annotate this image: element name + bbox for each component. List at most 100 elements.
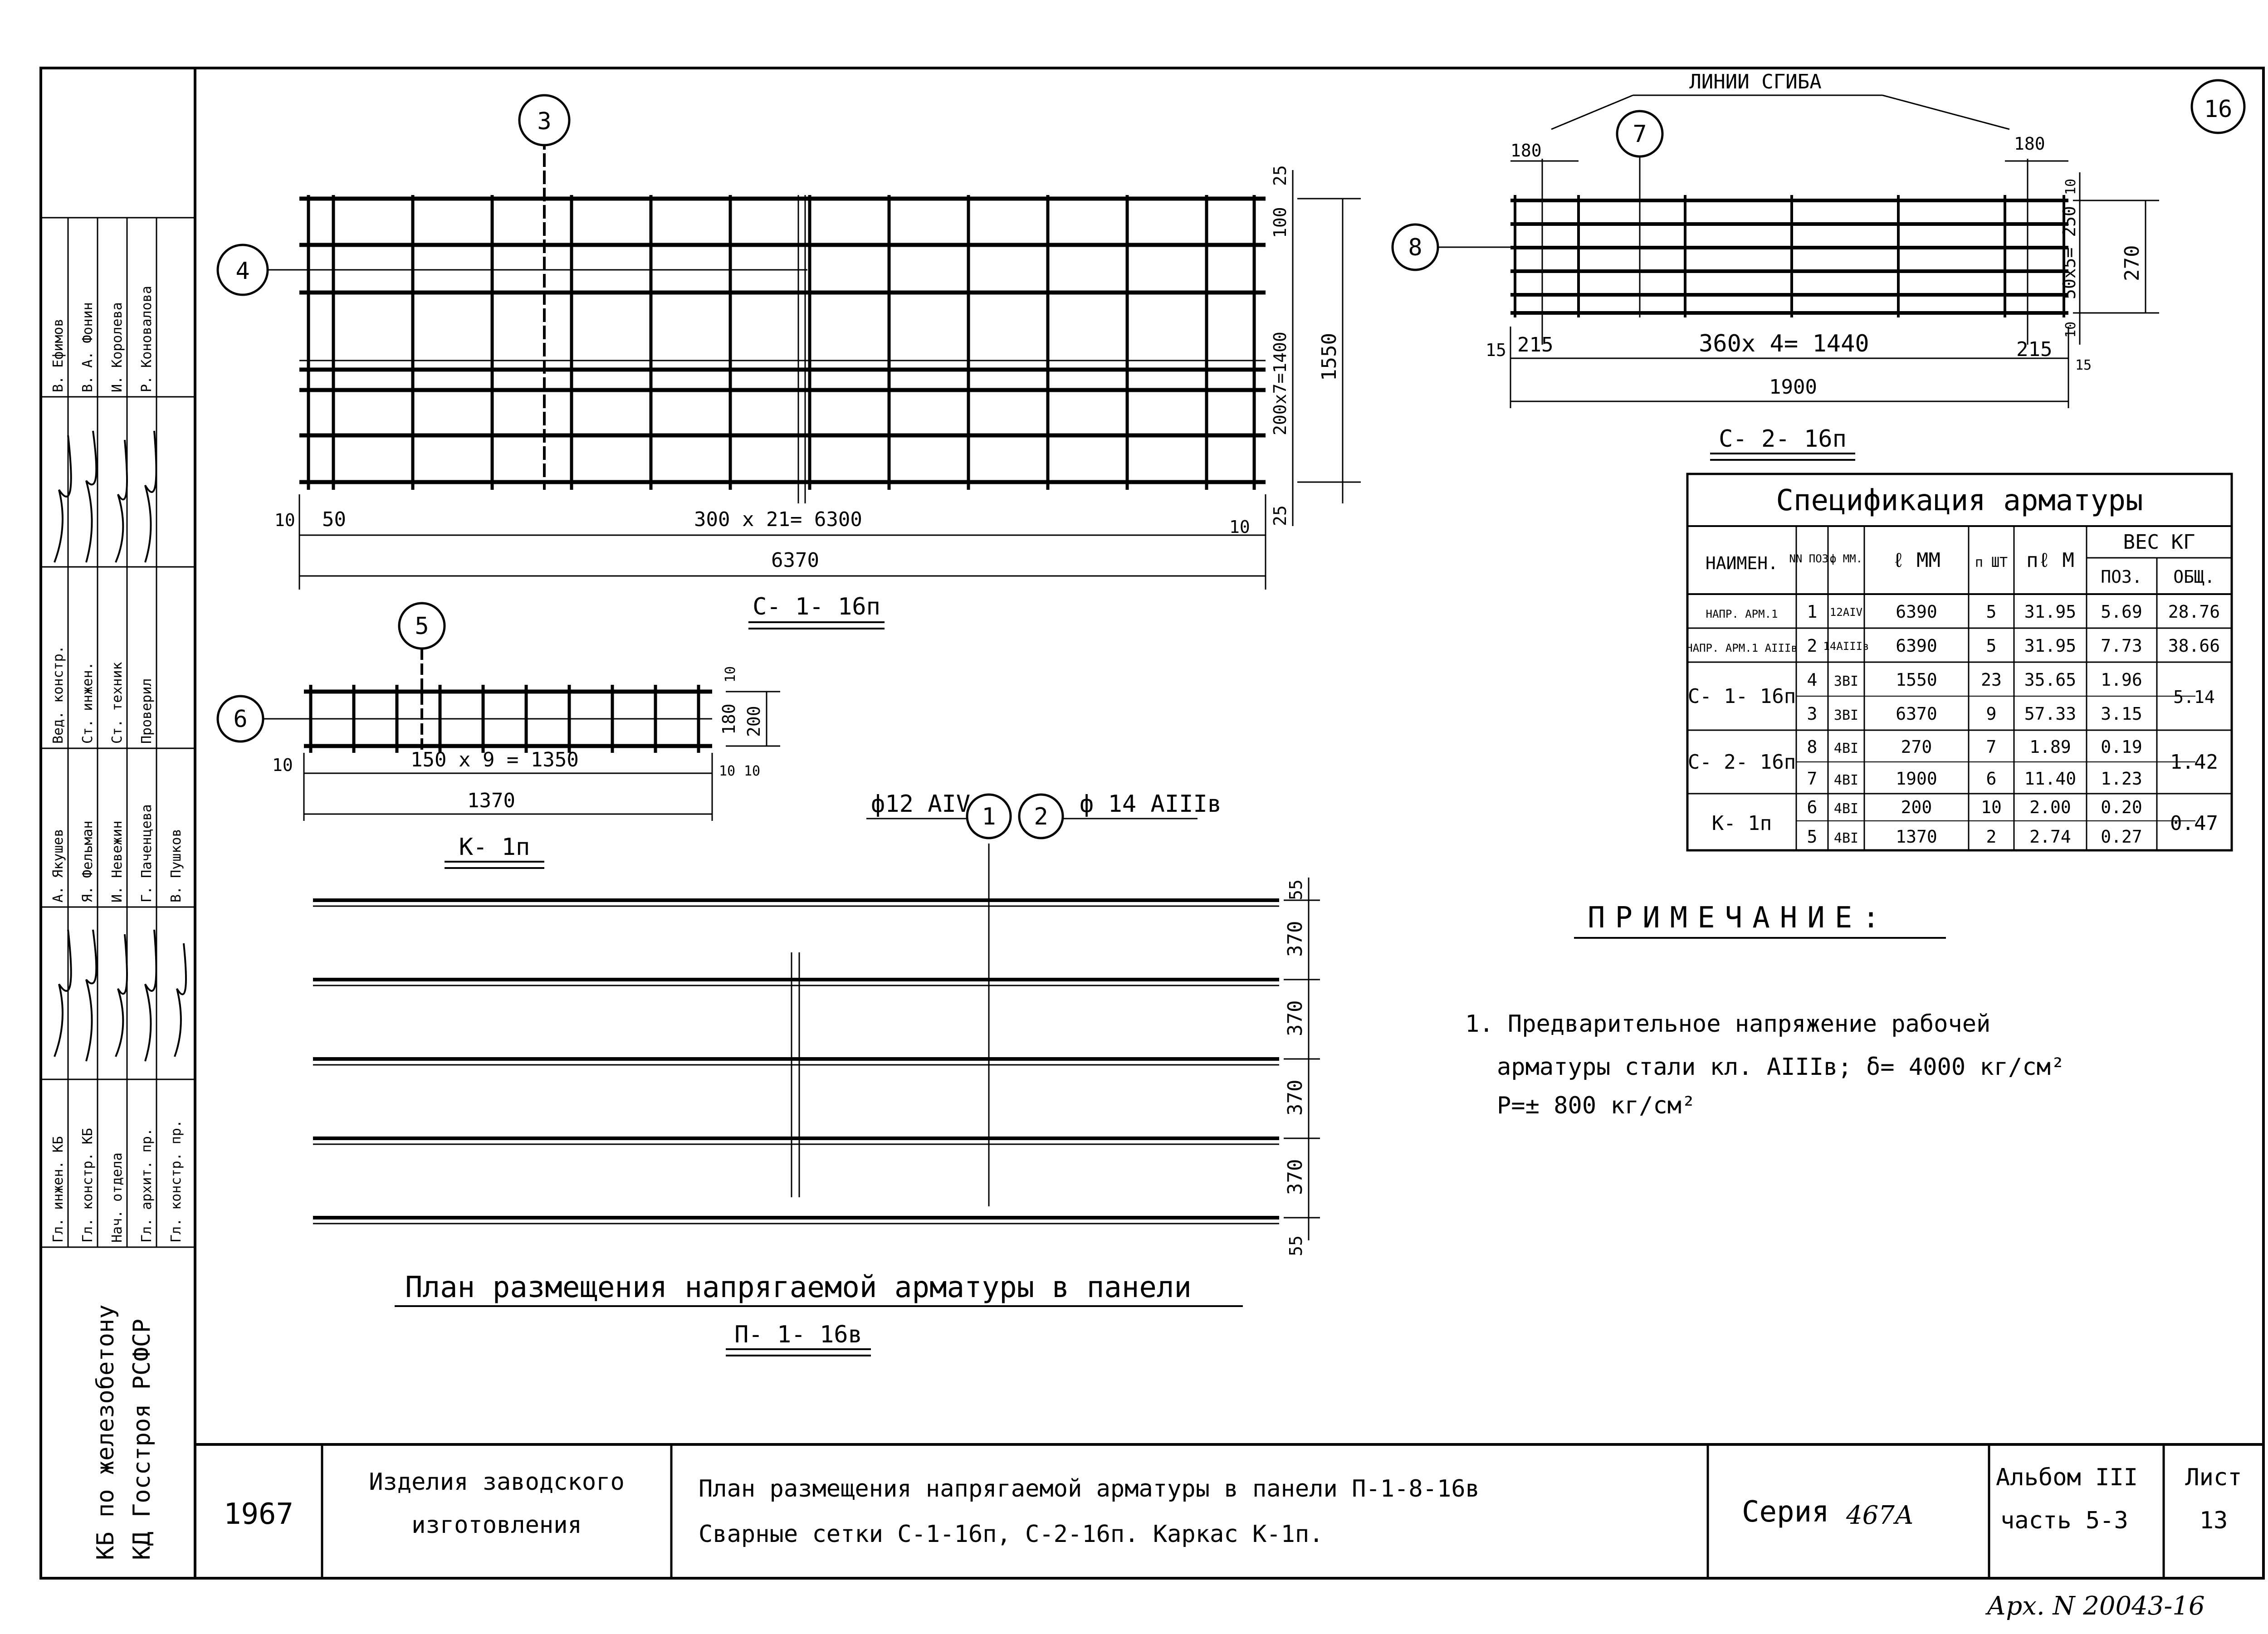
spec-row1-w-total: 28.76 <box>2168 602 2220 622</box>
spec-row1-len: 6390 <box>1896 602 1937 622</box>
stamp-role-b-3: Ст. техник <box>109 662 125 744</box>
stamp-role-a-5: Гл. констр. пр. <box>168 1120 184 1243</box>
spec-row5-total-len: 1.89 <box>2029 737 2071 757</box>
callout-4-label: 4 <box>235 258 249 285</box>
spec-row8-dia: 4ВI <box>1834 830 1858 846</box>
title-block-grid <box>321 1444 2165 1578</box>
c2-title: С- 2- 16п <box>1719 425 1847 453</box>
spec-row3-count: 23 <box>1981 670 2002 690</box>
k1-dim-10-left: 10 <box>272 755 293 775</box>
spec-row1-w-pos: 5.69 <box>2101 602 2142 622</box>
c2-dim-15-right: 15 <box>2075 357 2092 373</box>
spec-row4-w-pos: 3.15 <box>2101 704 2142 724</box>
spec-row2-len: 6390 <box>1896 636 1937 656</box>
sheet-number-circle <box>2190 79 2246 134</box>
stamp-role-a-3: Нач. отдела <box>109 1152 125 1243</box>
spec-row6-total-len: 11.40 <box>2024 769 2076 789</box>
note-title: ПРИМЕЧАНИЕ: <box>1588 901 1890 935</box>
archive-note: Арх. N 20043-16 <box>1985 1591 2205 1621</box>
c2-bend-lines-label: ЛИНИИ СГИБА <box>1689 70 1821 93</box>
callout-5-label: 5 <box>415 613 429 640</box>
spec-row3-name: С- 1- 16п <box>1688 685 1796 708</box>
stamp-role-b-4: Проверил <box>139 678 155 744</box>
spec-row3-total-len: 35.65 <box>2024 670 2076 690</box>
title-album-1: Альбом III <box>1996 1464 2138 1491</box>
sheet-number-text: 16 <box>2204 96 2233 123</box>
stamp-name-a-5: В. Пушков <box>168 829 184 902</box>
k1-dim-10-a: 10 <box>719 763 735 779</box>
stamp-name-b-3: И. Королева <box>109 302 125 392</box>
spec-row2-pos: 2 <box>1807 636 1818 656</box>
plan-dim-370-3: 370 <box>1284 1080 1307 1116</box>
spec-row2-w-total: 38.66 <box>2168 636 2220 656</box>
stamp-role-b-1: Вед. констр. <box>50 645 66 744</box>
c2-dim-50x5: 50х5= 250 <box>2059 206 2079 299</box>
callout-7-label: 7 <box>1633 121 1647 148</box>
k1-dim-10-b: 10 <box>744 763 760 779</box>
spec-row4-len: 6370 <box>1896 704 1937 724</box>
spec-row2-name: НАПР. АРМ.1 АIIIв <box>1686 642 1798 654</box>
c1-dim-spacing: 300 х 21= 6300 <box>694 508 862 531</box>
plan-dim-370-2: 370 <box>1284 1000 1307 1036</box>
callout-3-circle <box>518 94 571 146</box>
mesh-c1 <box>299 136 1361 526</box>
spec-row5-w-pos: 0.19 <box>2101 737 2142 757</box>
mesh-c2 <box>1510 154 2159 345</box>
stamp-name-b-1: В. Ефимов <box>50 318 66 392</box>
stamp-role-b-2: Ст. инжен. <box>80 662 96 744</box>
callout-7-circle <box>1616 110 1664 158</box>
spec-row7-pos: 6 <box>1807 797 1818 817</box>
signatures <box>54 430 187 1062</box>
spec-row5-pos: 8 <box>1807 737 1818 757</box>
spec-row7-w-pos: 0.20 <box>2101 797 2142 817</box>
spec-row7-dia: 4ВI <box>1834 801 1858 817</box>
plan-prestressed <box>313 844 1320 1240</box>
c2-dim-180-left: 180 <box>1510 141 1542 161</box>
plan-label-phi14: ф 14 АIIIв <box>1080 790 1222 818</box>
title-desc-1: План размещения напрягаемой арматуры в п… <box>699 1475 1480 1502</box>
spec-row1-count: 5 <box>1986 602 1997 622</box>
c1-dim-25-bottom: 25 <box>1270 505 1290 526</box>
c2-dim-180-right: 180 <box>2014 134 2045 154</box>
cage-k1 <box>304 649 780 753</box>
spec-row7-count: 10 <box>1981 797 2002 817</box>
spec-row5-name: С- 2- 16п <box>1688 751 1796 774</box>
spec-row4-count: 9 <box>1986 704 1997 724</box>
spec-row6-len: 1900 <box>1896 769 1937 789</box>
c1-dim-25-top: 25 <box>1270 165 1290 186</box>
spec-row4-dia: 3ВI <box>1834 707 1858 723</box>
spec-row8-w-pos: 0.27 <box>2101 827 2142 847</box>
title-series-value: 467А <box>1846 1501 1914 1530</box>
k1-dim-1370: 1370 <box>467 789 515 812</box>
spec-row8-total-len: 2.74 <box>2029 827 2071 847</box>
callout-1-label: 1 <box>982 803 996 830</box>
c1-dim-50: 50 <box>322 508 346 531</box>
c1-dim-6370: 6370 <box>771 549 819 572</box>
spec-row8-pos: 5 <box>1807 827 1818 847</box>
spec-header-total-len: пℓ М <box>2026 549 2074 572</box>
title-sheet-label: Лист <box>2185 1464 2242 1491</box>
stamp-name-a-2: Я. Фельман <box>80 820 96 902</box>
plan-subtitle: П- 1- 16в <box>734 1321 862 1348</box>
spec-row6-dia: 4ВI <box>1834 772 1858 788</box>
spec-header-weight: ВЕС КГ <box>2123 531 2195 554</box>
spec-header-weight-total: ОБЩ. <box>2173 567 2215 587</box>
c1-dim-1550: 1550 <box>1318 333 1341 381</box>
spec-header-pos: NN ПОЗ. <box>1789 552 1835 565</box>
stamp-org-line-2: КД Госстроя РСФСР <box>128 1319 156 1560</box>
title-year: 1967 <box>224 1497 293 1531</box>
c1-dim-10-left: 10 <box>274 510 295 530</box>
k1-dim-spacing: 150 х 9 = 1350 <box>411 748 579 771</box>
spec-row6-pos: 7 <box>1807 769 1818 789</box>
callout-1-circle <box>966 793 1012 839</box>
plan-dim-55-bottom: 55 <box>1286 1235 1306 1256</box>
spec-row3-w-total: 5.14 <box>2173 687 2215 707</box>
spec-row8-count: 2 <box>1986 827 1997 847</box>
callout-2-circle <box>1018 793 1064 839</box>
plan-dim-370-1: 370 <box>1284 921 1307 957</box>
c1-dim-200x7: 200х7=1400 <box>1270 332 1290 435</box>
callout-8-label: 8 <box>1408 234 1422 261</box>
stamp-role-a-2: Гл. констр. КБ <box>80 1128 96 1243</box>
spec-header-name: НАИМЕН. <box>1706 553 1778 573</box>
